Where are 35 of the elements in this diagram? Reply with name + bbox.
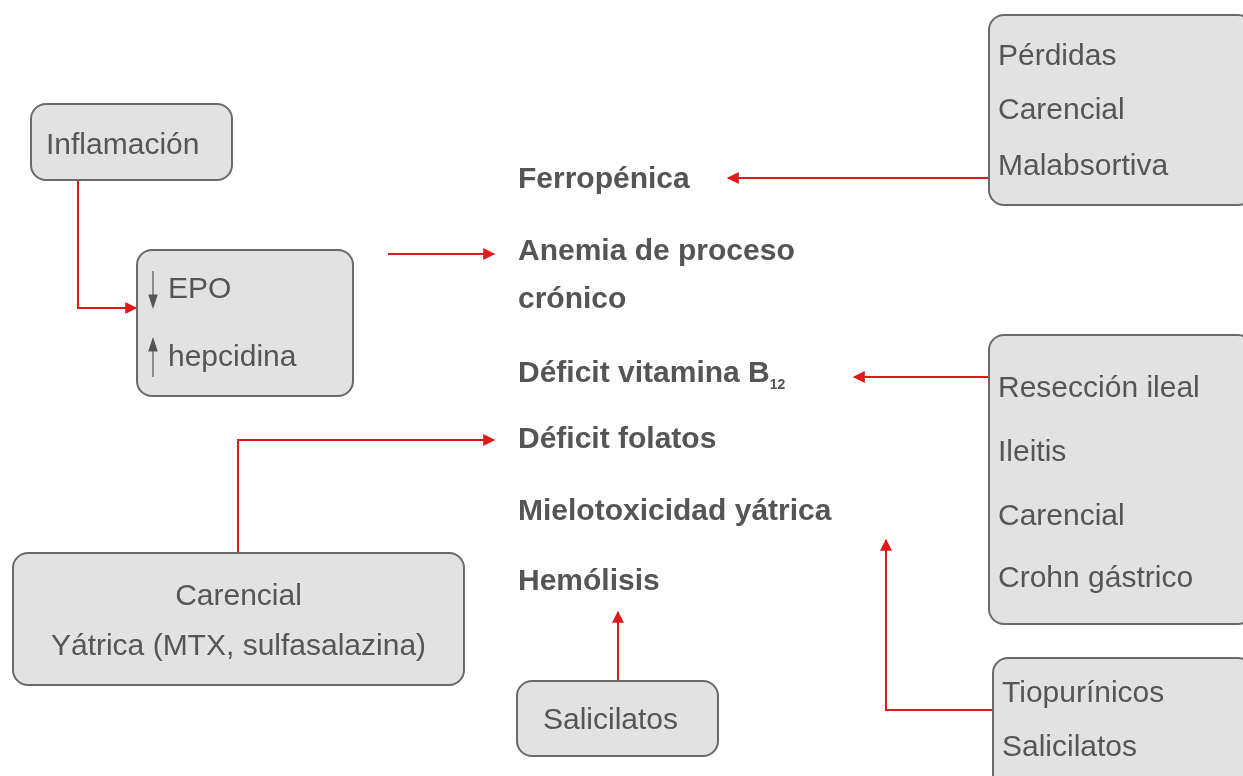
category-label: Déficit vitamina B$_{12}$ xyxy=(518,354,786,394)
box-text: Carencial xyxy=(998,92,1125,127)
category-label: Déficit folatos xyxy=(518,420,717,456)
box-text: Salicilatos xyxy=(543,702,679,737)
box-text: Carencial xyxy=(174,578,303,613)
category-label: Anemia de proceso crónico xyxy=(518,232,796,316)
box-text: Ileitis xyxy=(998,434,1067,469)
category-label: Ferropénica xyxy=(518,160,690,196)
rounded-box xyxy=(136,249,354,397)
category-label: Hemólisis xyxy=(518,562,660,598)
arrow xyxy=(726,172,989,184)
arrow xyxy=(237,434,496,553)
box-text: Carencial xyxy=(998,498,1125,533)
box-text: Malabsortiva xyxy=(998,148,1169,183)
arrow xyxy=(387,248,496,260)
rounded-box xyxy=(988,14,1243,206)
arrow xyxy=(612,610,624,681)
arrow xyxy=(852,371,989,383)
box-text: Pérdidas xyxy=(998,38,1117,73)
rounded-box xyxy=(516,680,719,757)
box-text: Inflamación xyxy=(46,127,200,162)
arrow xyxy=(77,180,138,314)
arrow xyxy=(880,538,993,711)
box-text: Crohn gástrico xyxy=(998,560,1194,595)
box-text: hepcidina xyxy=(168,339,297,374)
box-text: EPO xyxy=(168,271,232,306)
box-text: Tiopurínicos xyxy=(1002,675,1165,710)
rounded-box xyxy=(30,103,233,181)
rounded-box xyxy=(992,657,1243,776)
box-text: Resección ileal xyxy=(998,370,1200,405)
box-text: Yátrica (MTX, sulfasalazina) xyxy=(49,628,428,663)
rounded-box xyxy=(988,334,1243,625)
rounded-box xyxy=(12,552,465,686)
category-label: Mielotoxicidad yátrica xyxy=(518,492,832,528)
box-text: Salicilatos xyxy=(1002,729,1138,764)
